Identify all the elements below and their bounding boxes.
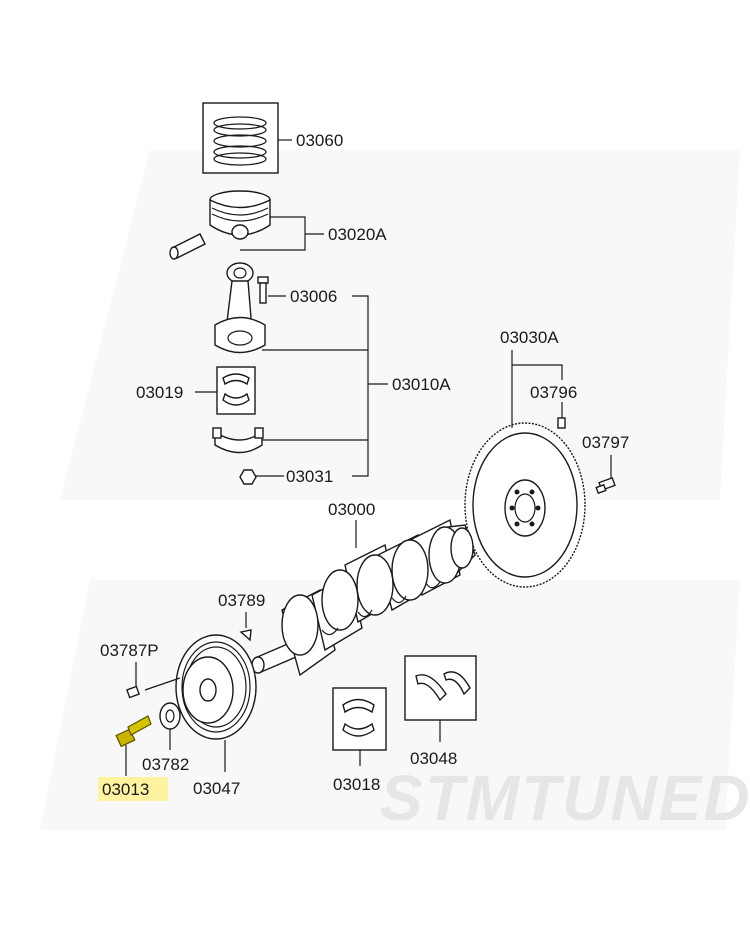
watermark-text: STMTUNED xyxy=(380,762,750,834)
part-piston-rings: 03060 xyxy=(202,102,343,174)
highlight-box xyxy=(98,777,168,801)
label-03782: 03782 xyxy=(142,755,189,774)
part-flywheel: 03030A 03796 03797 xyxy=(464,328,629,588)
label-03006: 03006 xyxy=(290,287,337,306)
label-03797: 03797 xyxy=(582,433,629,452)
label-03796: 03796 xyxy=(530,383,577,402)
part-pulley-bolt-small: 03787P xyxy=(100,641,181,699)
label-03031: 03031 xyxy=(286,467,333,486)
part-crankshaft: 03000 xyxy=(251,500,476,677)
label-03789: 03789 xyxy=(218,591,265,610)
label-03787P: 03787P xyxy=(100,641,159,660)
part-main-bearing-upper: 03018 xyxy=(332,687,387,794)
label-03013: 03013 xyxy=(102,780,149,799)
label-03048: 03048 xyxy=(410,749,457,768)
part-crank-pulley-bolt[interactable]: 03013 xyxy=(98,715,168,801)
part-key: 03789 xyxy=(218,591,265,642)
part-damper-pulley: 03047 xyxy=(175,634,257,798)
label-03019: 03019 xyxy=(136,383,183,402)
label-03060: 03060 xyxy=(296,131,343,150)
label-03020A: 03020A xyxy=(328,225,387,244)
label-03047: 03047 xyxy=(193,779,240,798)
label-03000: 03000 xyxy=(328,500,375,519)
part-washer: 03782 xyxy=(142,702,189,774)
part-rod-bearing: 03019 xyxy=(136,366,256,415)
label-03018: 03018 xyxy=(333,775,380,794)
watermark: STMTUNED xyxy=(40,150,750,834)
label-03010A: 03010A xyxy=(392,375,451,394)
part-thrust-bearing: 03048 xyxy=(404,655,477,768)
label-03030A: 03030A xyxy=(500,328,559,347)
part-piston: 03020A xyxy=(169,190,387,260)
part-connecting-rod: 03006 03010A xyxy=(214,262,451,477)
part-rod-cap: 03031 xyxy=(212,427,333,486)
